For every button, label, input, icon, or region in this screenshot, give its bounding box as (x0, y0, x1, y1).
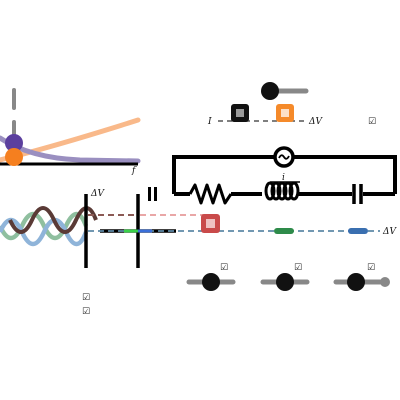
wave-panel: ΔV ☑ ☑ (0, 189, 176, 317)
blue-bead[interactable] (348, 228, 368, 234)
top-slider-knob[interactable] (261, 82, 279, 100)
wire-dv-label: ΔV (382, 227, 397, 237)
slider-end-knob[interactable] (380, 277, 390, 287)
green-bead[interactable] (274, 228, 294, 234)
inductor-i-label: i (282, 173, 285, 183)
black-switch-indicator (236, 109, 244, 117)
blue-wave (0, 217, 89, 247)
bottom-slider-row: ☑ ☑ ☑ (186, 263, 390, 291)
switch-row-i-label: I (207, 117, 212, 127)
brown-wave (8, 206, 98, 234)
purple-node[interactable] (5, 134, 23, 152)
wave-checkbox-a[interactable]: ☑ (82, 293, 90, 303)
switch-row: I ΔV ☑ (207, 82, 376, 127)
rlc-circuit: i (172, 146, 397, 205)
inductor-icon[interactable] (264, 181, 300, 201)
switch-row-checkbox[interactable]: ☑ (368, 117, 376, 127)
resistor-icon[interactable] (188, 183, 233, 205)
signal-lines: ΔV (88, 214, 397, 237)
green-wave (0, 211, 89, 241)
pause-icon[interactable] (148, 187, 157, 201)
orange-switch-indicator (281, 109, 289, 117)
capacitor-dv-label: ΔV (90, 189, 105, 199)
ac-source-icon[interactable] (273, 146, 295, 168)
slider-knob-2[interactable] (276, 273, 294, 291)
capacitor-icon[interactable] (352, 184, 363, 204)
switch-row-dv-label: ΔV (308, 117, 323, 127)
curve-axis-f-label: f (131, 166, 137, 176)
slider-knob-1[interactable] (202, 273, 220, 291)
slider-checkbox-1[interactable]: ☑ (220, 263, 228, 273)
orange-node[interactable] (5, 148, 23, 166)
red-block-indicator (206, 219, 215, 228)
wave-checkbox-b[interactable]: ☑ (82, 307, 90, 317)
slider-checkbox-2[interactable]: ☑ (294, 263, 302, 273)
slider-checkbox-3[interactable]: ☑ (367, 263, 375, 273)
response-curve-panel: f (0, 88, 141, 176)
slider-knob-3[interactable] (347, 273, 365, 291)
